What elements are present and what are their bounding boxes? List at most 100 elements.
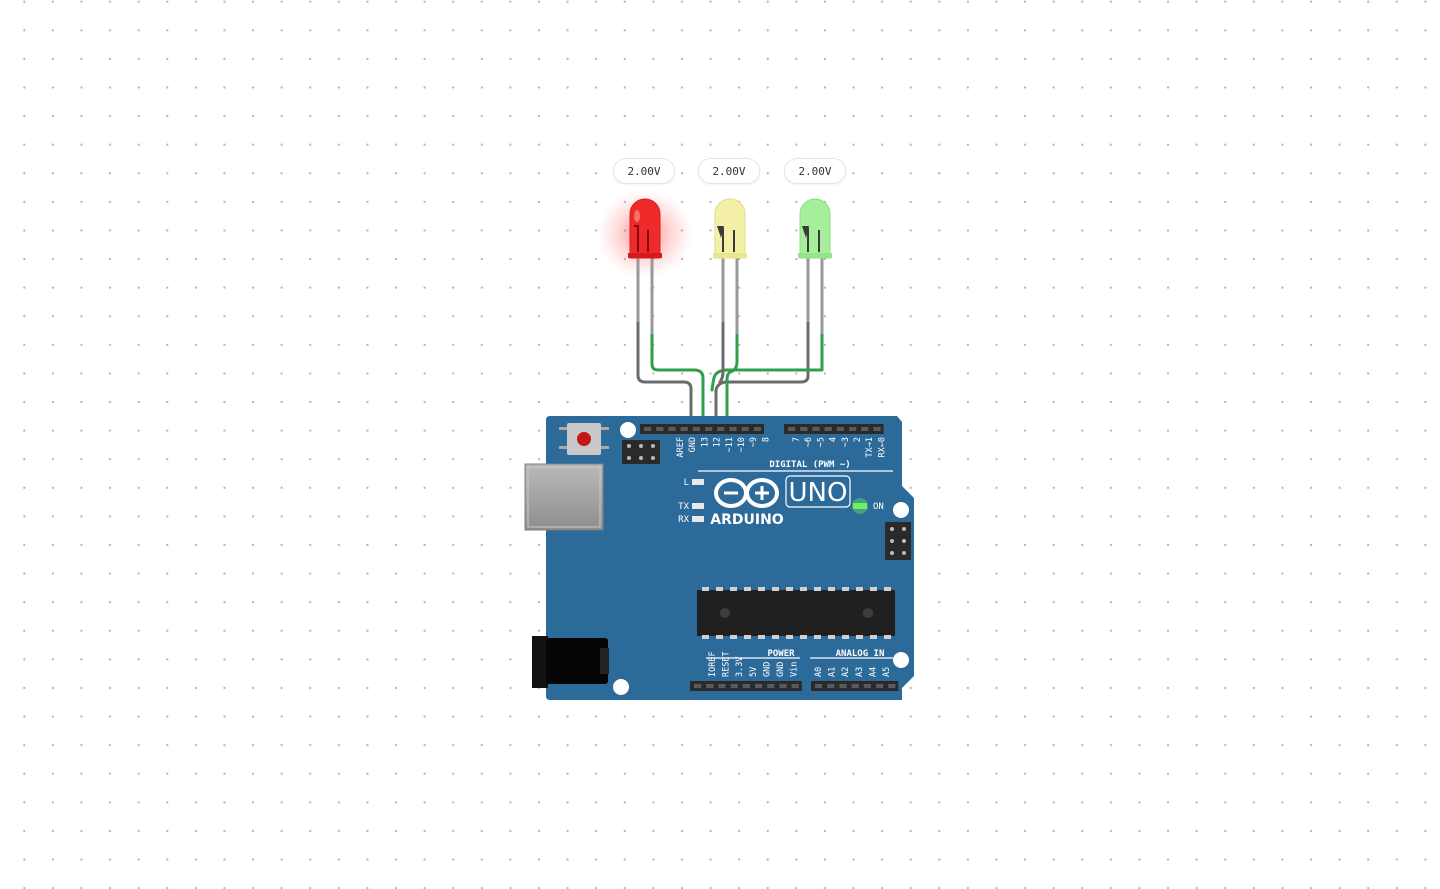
digital-pin-label: ~11	[725, 437, 735, 452]
tx-led	[692, 503, 704, 509]
red-led-ground-wire[interactable]	[636, 320, 693, 427]
analog-pin-label: A0	[814, 667, 824, 677]
tx-led-label: TX	[678, 502, 689, 512]
power-pin-socket[interactable]	[755, 684, 763, 688]
rx-led	[692, 516, 704, 522]
board-status-leds: L TX RX ON	[678, 478, 884, 525]
digital-pin-socket[interactable]	[824, 427, 832, 431]
digital-pin-socket[interactable]	[656, 427, 664, 431]
power-pin-label: 5V	[749, 667, 759, 677]
red-led-signal-wire[interactable]	[650, 332, 705, 427]
power-pin-socket[interactable]	[718, 684, 726, 688]
digital-pin-socket[interactable]	[836, 427, 844, 431]
digital-pin-socket[interactable]	[717, 427, 725, 431]
analog-pin-label: A5	[882, 667, 892, 677]
digital-pin-socket[interactable]	[861, 427, 869, 431]
analog-pin-label: A3	[855, 667, 865, 677]
power-pin-socket[interactable]	[791, 684, 799, 688]
analog-pin-socket[interactable]	[839, 684, 847, 688]
digital-pin-label: ~9	[749, 437, 759, 447]
yellow-led-signal-wire[interactable]	[725, 332, 739, 427]
power-pin-socket[interactable]	[767, 684, 775, 688]
power-header[interactable]	[690, 681, 802, 691]
usb-port	[524, 463, 604, 531]
analog-pin-socket[interactable]	[863, 684, 871, 688]
power-header-label: POWER	[767, 649, 795, 659]
green-led[interactable]	[798, 198, 832, 334]
analog-pin-socket[interactable]	[827, 684, 835, 688]
green-led-voltage-label: 2.00V	[784, 158, 846, 184]
power-pin-label: Vin	[790, 662, 800, 677]
mounting-hole	[620, 422, 636, 438]
digital-pin-socket[interactable]	[741, 427, 749, 431]
analog-pin-socket[interactable]	[815, 684, 823, 688]
red-led-voltage-label: 2.00V	[613, 158, 675, 184]
mounting-hole	[893, 652, 909, 668]
digital-pin-label: 4	[829, 437, 839, 442]
arduino-logo: UNO ARDUINO	[710, 475, 851, 528]
digital-pin-label: 12	[713, 437, 723, 447]
digital-header[interactable]	[640, 424, 884, 434]
digital-pin-socket[interactable]	[753, 427, 761, 431]
power-on-led	[853, 503, 867, 509]
digital-pin-label: 8	[761, 437, 771, 442]
power-pin-label: GND	[762, 662, 772, 677]
icsp-header	[622, 440, 660, 464]
digital-pin-label: RX←0	[877, 437, 887, 457]
power-pin-socket[interactable]	[730, 684, 738, 688]
power-pin-label: IOREF	[708, 651, 718, 677]
digital-pin-label: ~3	[841, 437, 851, 447]
green-led-ground-wire[interactable]	[714, 320, 810, 427]
digital-pin-socket[interactable]	[692, 427, 700, 431]
digital-pin-label: 7	[792, 437, 802, 442]
analog-pin-socket[interactable]	[888, 684, 896, 688]
icsp-header-right	[885, 522, 911, 560]
mounting-hole	[613, 679, 629, 695]
mounting-hole	[893, 502, 909, 518]
digital-pin-label: ~5	[816, 437, 826, 447]
digital-pin-label: 2	[853, 437, 863, 442]
digital-pin-socket[interactable]	[668, 427, 676, 431]
digital-pin-label: AREF	[676, 437, 686, 457]
power-pin-socket[interactable]	[779, 684, 787, 688]
digital-pin-socket[interactable]	[788, 427, 796, 431]
power-pin-socket[interactable]	[706, 684, 714, 688]
digital-pin-socket[interactable]	[800, 427, 808, 431]
digital-pin-socket[interactable]	[705, 427, 713, 431]
green-led-signal-wire[interactable]	[710, 332, 824, 392]
analog-pin-label: A2	[841, 667, 851, 677]
rx-led-label: RX	[678, 515, 689, 525]
yellow-led-voltage-label: 2.00V	[698, 158, 760, 184]
digital-pin-socket[interactable]	[812, 427, 820, 431]
model-name: UNO	[789, 478, 848, 508]
power-pin-socket[interactable]	[694, 684, 702, 688]
digital-pin-socket[interactable]	[680, 427, 688, 431]
wires[interactable]	[636, 320, 824, 427]
analog-pin-socket[interactable]	[876, 684, 884, 688]
l-led	[692, 479, 704, 485]
yellow-led[interactable]	[713, 198, 747, 334]
analog-header-label: ANALOG IN	[836, 649, 885, 659]
analog-pin-label: A4	[868, 667, 878, 677]
reset-button[interactable]	[559, 423, 609, 455]
digital-pin-socket[interactable]	[873, 427, 881, 431]
digital-pin-socket[interactable]	[729, 427, 737, 431]
digital-pin-label: TX→1	[865, 437, 875, 457]
digital-pin-socket[interactable]	[849, 427, 857, 431]
red-led[interactable]	[597, 190, 693, 334]
digital-pin-socket[interactable]	[644, 427, 652, 431]
digital-pin-label: 13	[700, 437, 710, 447]
power-pin-socket[interactable]	[742, 684, 750, 688]
analog-header[interactable]	[811, 681, 899, 691]
power-pin-label: 3.3V	[735, 657, 745, 677]
digital-pin-label: ~10	[737, 437, 747, 452]
l-led-label: L	[684, 478, 689, 488]
brand-name: ARDUINO	[710, 512, 784, 528]
red-led-body	[629, 198, 661, 259]
analog-pin-socket[interactable]	[851, 684, 859, 688]
digital-header-label: DIGITAL (PWM ~)	[769, 460, 850, 470]
atmega-chip	[697, 587, 895, 639]
digital-pin-label: GND	[688, 437, 698, 452]
